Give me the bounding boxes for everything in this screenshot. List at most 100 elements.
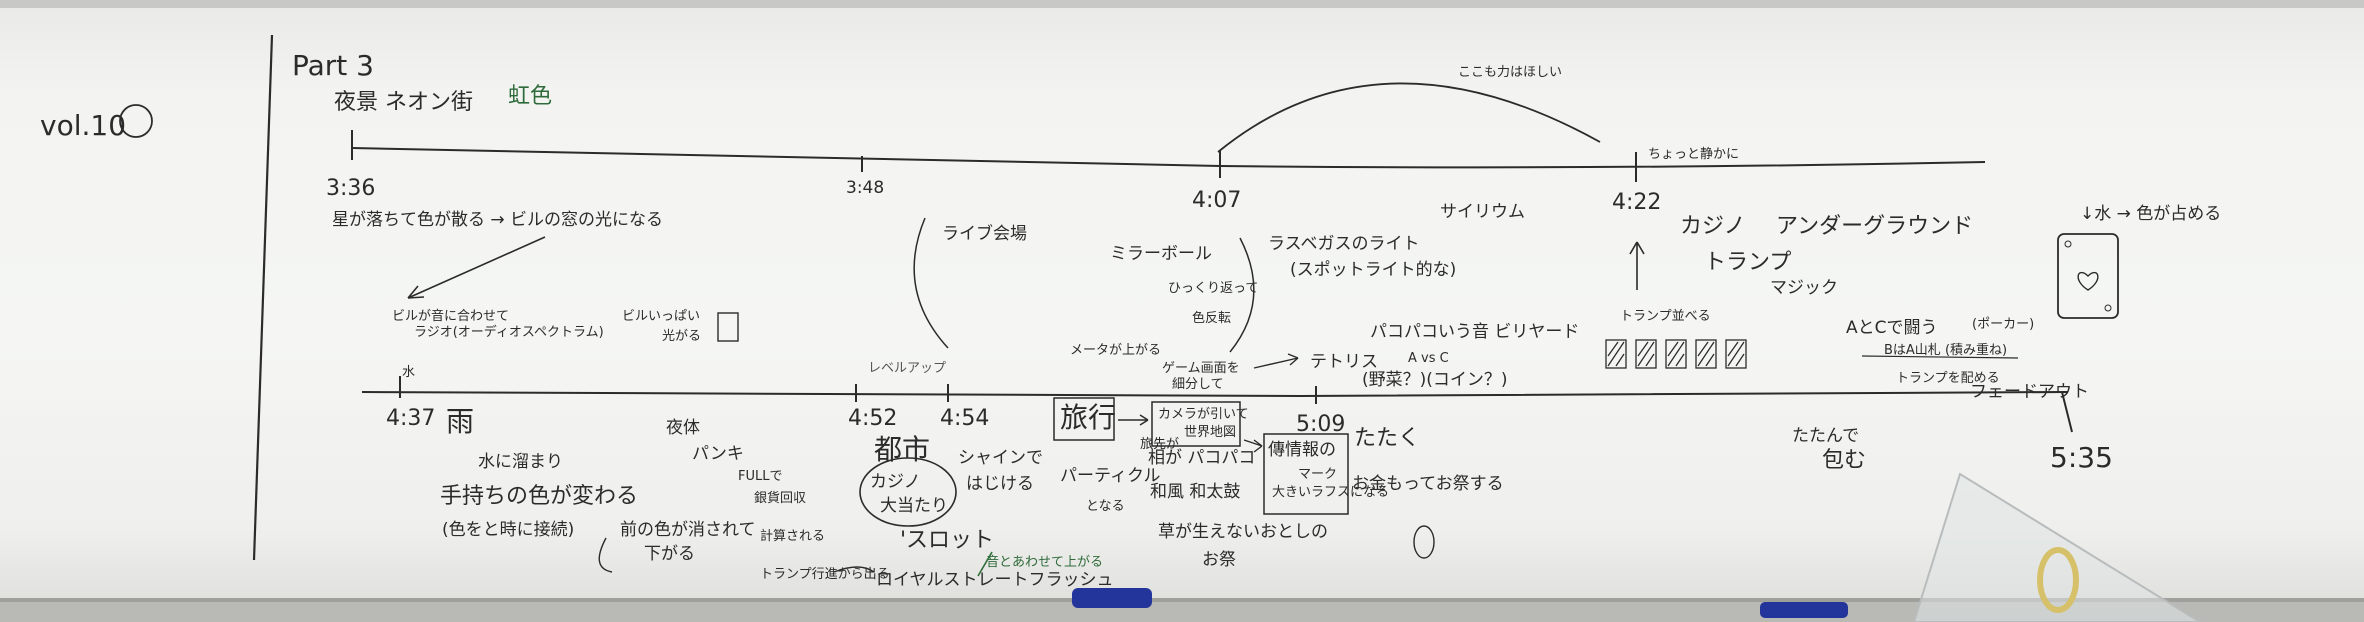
travel-label: 旅行 (1060, 401, 1117, 434)
casino-hit-circle (859, 457, 957, 527)
subtitle-green: 虹色 (508, 84, 553, 109)
note: サイリウム (1440, 202, 1525, 222)
note: 傳情報の (1268, 440, 1336, 460)
note: たたく (1354, 426, 1421, 451)
bottom-timeline (361, 391, 2069, 398)
note: 都市 (874, 433, 931, 466)
volume-label: vol.10 (40, 109, 127, 142)
note: 前の色が消されて (620, 520, 756, 540)
card-heart-icon (2057, 233, 2119, 319)
time-label: 4:07 (1192, 188, 1242, 213)
note: アンダーグラウンド (1776, 214, 1974, 239)
note: 水に溜まり (478, 452, 563, 472)
note: 大きいラフスになる (1272, 485, 1390, 500)
note: お金もってお祭する (1352, 474, 1504, 494)
part-title: Part 3 (292, 49, 374, 82)
note: テトリス (1310, 352, 1378, 372)
note: ラジオ(オーディオスペクトラム) (414, 325, 604, 340)
time-label: 3:36 (326, 176, 376, 201)
note: 色反転 (1192, 311, 1232, 326)
note: 細分して (1172, 377, 1224, 392)
top-rail (0, 0, 2364, 8)
note: ロイヤルストレートフラッシュ (876, 570, 1114, 590)
time-label: 4:22 (1612, 190, 1662, 215)
time-label: 3:48 (846, 178, 885, 198)
note: メータが上がる (1070, 343, 1162, 358)
smiley-icon (119, 104, 153, 138)
camera-box (1151, 401, 1241, 447)
top-timeline (351, 147, 1986, 169)
note: パコパコいう音 ビリヤード (1370, 322, 1580, 342)
note: ひっくり返って (1168, 281, 1259, 296)
tape-roll (2037, 547, 2079, 613)
note: 銀貨回収 (754, 491, 807, 506)
vertical-divider (252, 34, 274, 561)
note: トランプを配める (1896, 371, 2000, 386)
note: AとCで闘う (1846, 318, 1938, 338)
note: お祭 (1202, 550, 1236, 570)
note: 相が パコパコ (1148, 448, 1256, 468)
note: (色をと時に接続) (442, 520, 575, 540)
note: 下がる (644, 544, 695, 564)
note: 計算される (760, 529, 826, 544)
note: 雨 (446, 405, 475, 438)
subtitle: 夜景 ネオン街 (334, 90, 473, 115)
note: ↓水 → 色が占める (2080, 204, 2222, 224)
building-sketch (717, 312, 739, 342)
note: フェードアウト (1970, 382, 2089, 402)
note: となる (1086, 499, 1125, 514)
small-ellipse (1413, 525, 1435, 559)
note: 包む (1822, 448, 1867, 473)
note: ビルいっぱい (622, 309, 701, 324)
blue-marker[interactable] (1072, 588, 1152, 608)
info-box (1263, 433, 1349, 515)
note: ちょっと静かに (1648, 147, 1740, 162)
travel-box (1053, 397, 1115, 441)
note: BはA山札 (積み重ね) (1884, 343, 2008, 358)
note: ライブ会場 (942, 224, 1027, 244)
note: レベルアップ (868, 361, 947, 376)
note: (野菜？)(コイン？) (1362, 370, 1508, 390)
note: 大当たり (880, 496, 948, 516)
note: FULLで (738, 469, 783, 484)
time-label: 4:52 (848, 406, 898, 431)
note: 水 (402, 365, 416, 380)
note: シャインで (958, 448, 1043, 468)
card-icons (1605, 339, 1747, 369)
note: パンキ (692, 444, 744, 464)
note: 夜体 (666, 418, 700, 438)
note: 旅先が (1140, 437, 1180, 452)
note: (ポーカー) (1972, 317, 2035, 332)
time-label: 5:35 (2050, 441, 2113, 474)
note: 手持ちの色が変わる (440, 484, 639, 509)
note: たたんで (1792, 426, 1860, 446)
note: はじける (966, 474, 1034, 494)
note-green: 音とあわせて上がる (986, 555, 1104, 570)
note: カメラが引いて (1158, 407, 1249, 422)
note: ゲーム画面を (1162, 361, 1240, 376)
time-label: 5:09 (1296, 412, 1346, 437)
arc-annotation (1217, 82, 1601, 153)
note: カジノ (1680, 214, 1746, 239)
note: ラスベガスのライト (1268, 234, 1420, 254)
note: 星が落ちて色が散る → ビルの窓の光になる (332, 210, 664, 230)
note: パーティクル (1060, 466, 1161, 486)
note: A vs C (1408, 351, 1449, 366)
note: 光がる (662, 329, 702, 344)
note: トランプ行進から出る (760, 567, 890, 582)
note: ミラーボール (1110, 244, 1212, 264)
note: 'スロット (900, 528, 995, 553)
note: 和風 和太鼓 (1150, 482, 1241, 502)
note: マジック (1770, 278, 1838, 298)
note: 草が生えないおとしの (1158, 522, 1328, 542)
blue-marker-2[interactable] (1760, 602, 1848, 618)
note: マーク (1298, 467, 1338, 482)
note: 世界地図 (1184, 425, 1237, 440)
note: トランプ並べる (1620, 309, 1711, 324)
time-label: 4:54 (940, 406, 990, 431)
arc-note: ここも力はほしい (1458, 65, 1563, 80)
note: カジノ (870, 472, 921, 492)
note: (スポットライト的な) (1290, 260, 1457, 280)
